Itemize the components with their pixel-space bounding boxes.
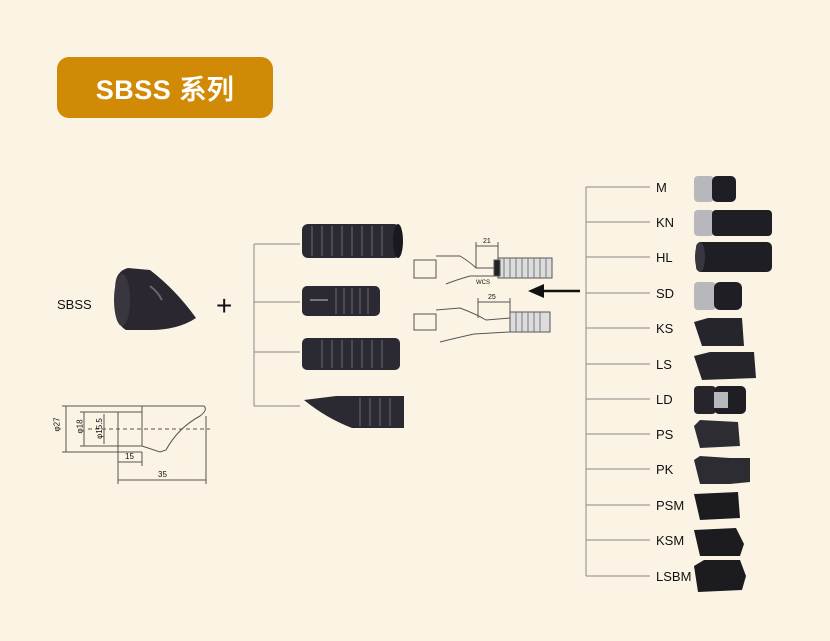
dim-d27: φ27 [52,417,62,432]
grip-m-image [694,176,736,202]
grip-pk-image [694,456,750,484]
series-title: SBSS 系列 [95,75,235,105]
series-label-pk: PK [656,462,674,477]
dim-21: 21 [483,238,491,245]
adapter-drawing-2 [413,298,551,343]
sleeve-2-image [302,286,380,316]
dim-35: 35 [158,470,167,479]
series-label-ks: KS [656,321,674,336]
grip-sd-image [694,282,742,310]
arrow-left-icon [528,284,580,298]
sbss-part-image [114,268,196,330]
series-title-badge: SBSS 系列 [57,57,273,118]
series-label-hl: HL [656,250,673,265]
grip-ls-image [694,352,756,380]
sbss-label: SBSS [57,297,92,312]
sleeve-3-image [302,338,400,370]
series-label-psm: PSM [656,498,685,513]
connector-tree [253,243,300,407]
series-tree [585,186,650,577]
sleeve-4-image [304,396,404,428]
series-label-sd: SD [656,286,675,301]
grip-ksm-image [694,528,744,556]
grip-ld-image [694,386,746,414]
grip-ps-image [694,420,740,448]
series-label-ps: PS [656,427,674,442]
series-label-ld: LD [656,392,673,407]
dim-d15: φ15.5 [94,418,104,439]
grip-hl-image [695,242,772,272]
sleeve-1-image [302,224,403,258]
adapter-drawing-1 [413,242,553,285]
dim-15: 15 [125,452,134,461]
grip-ks-image [694,318,744,346]
dim-25: 25 [488,294,496,301]
sbss-drawing [62,405,210,484]
mark-wcs: WCS [476,280,490,286]
series-label-lsbm: LSBM [656,569,692,584]
grip-lsbm-image [694,560,746,592]
series-label-ls: LS [656,357,672,372]
dim-d18: φ18 [75,419,85,434]
grip-psm-image [694,492,740,520]
series-label-ksm: KSM [656,533,685,548]
series-label-kn: KN [656,215,675,230]
grip-kn-image [694,210,772,236]
plus-sign: + [216,290,233,321]
series-label-m: M [656,180,667,195]
